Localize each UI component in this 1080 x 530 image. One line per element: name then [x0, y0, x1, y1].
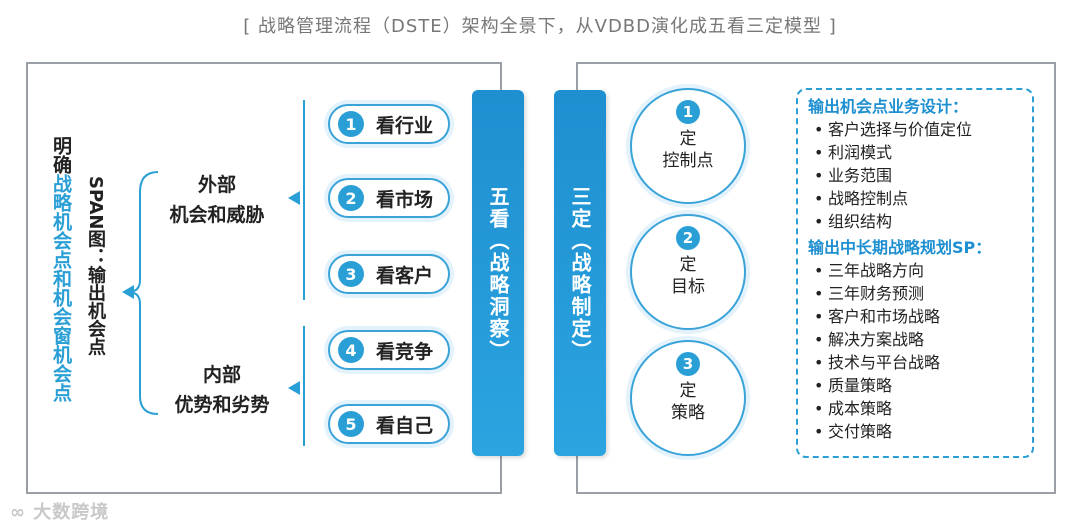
- list-item-text: 质量策略: [828, 376, 893, 395]
- look-number: 4: [338, 337, 364, 363]
- look-label: 看市场: [376, 188, 434, 211]
- strategy-opportunity-vertical-label: 明确战略机会点和机会窗机会点: [50, 136, 72, 402]
- external-group-label: 外部 机会和威胁: [162, 170, 272, 230]
- list-item: •三年战略方向: [814, 261, 925, 280]
- five-looks-column-title: 五看（战略洞察）: [486, 186, 510, 362]
- watermark-logo-icon: ∞: [10, 502, 34, 523]
- look-item: 3 看客户: [328, 254, 450, 294]
- look-item: 5 看自己: [328, 404, 450, 444]
- list-item-text: 业务范围: [828, 166, 893, 185]
- decision-line1: 定: [679, 381, 697, 401]
- decision-circle: 2 定 目标: [630, 214, 746, 330]
- decision-number: 3: [676, 352, 700, 376]
- list-item: •战略控制点: [814, 189, 909, 208]
- list-item-text: 三年战略方向: [828, 261, 925, 280]
- list-item-text: 三年财务预测: [828, 284, 925, 303]
- look-item: 2 看市场: [328, 178, 450, 218]
- page-title: [ 战略管理流程（DSTE）架构全景下，从VDBD演化成五看三定模型 ]: [243, 16, 837, 37]
- look-number: 5: [338, 411, 364, 437]
- list-item: •利润模式: [814, 143, 893, 162]
- list-item: •技术与平台战略: [814, 353, 941, 372]
- list-item: •三年财务预测: [814, 284, 925, 303]
- three-decisions-column: 三定（战略制定）: [554, 90, 606, 456]
- list-item: •成本策略: [814, 399, 893, 418]
- look-label: 看竞争: [376, 340, 434, 363]
- list-item: •客户选择与价值定位: [814, 120, 973, 139]
- external-label-line1: 外部: [197, 174, 236, 196]
- five-looks-column: 五看（战略洞察）: [472, 90, 524, 456]
- look-number: 2: [338, 185, 364, 211]
- list-item: •客户和市场战略: [814, 307, 941, 326]
- look-item: 1 看行业: [328, 104, 450, 144]
- look-label: 看行业: [376, 114, 434, 137]
- output-heading-strategic-plan: 输出中长期战略规划SP：: [808, 238, 992, 257]
- list-item-text: 技术与平台战略: [828, 353, 941, 372]
- list-item-text: 客户和市场战略: [828, 307, 941, 326]
- vertical-highlight: 战略机会点和机会窗机会点: [50, 174, 72, 402]
- look-number: 3: [338, 261, 364, 287]
- look-item: 4 看竞争: [328, 330, 450, 370]
- list-item: •解决方案战略: [814, 330, 925, 349]
- external-arrow: [288, 191, 300, 205]
- list-item-text: 利润模式: [828, 143, 893, 162]
- list-item: •业务范围: [814, 166, 893, 185]
- internal-arrow: [288, 381, 300, 395]
- output-heading-business-design: 输出机会点业务设计：: [808, 97, 969, 116]
- external-label-line2: 机会和威胁: [169, 204, 265, 226]
- look-number: 1: [338, 111, 364, 137]
- decision-line2: 目标: [671, 277, 705, 297]
- look-label: 看客户: [376, 264, 434, 287]
- span-output-label: SPAN图：输出机会点: [85, 176, 106, 356]
- list-item-text: 客户选择与价值定位: [828, 120, 973, 139]
- list-item-text: 组织结构: [828, 212, 893, 231]
- output-box: 输出机会点业务设计： •客户选择与价值定位 •利润模式 •业务范围 •战略控制点…: [796, 88, 1034, 458]
- big-brace-arrow: [122, 285, 134, 299]
- vertical-prefix: 明确: [50, 136, 72, 174]
- list-item-text: 交付策略: [828, 422, 893, 441]
- list-item-text: 解决方案战略: [828, 330, 925, 349]
- list-item: •组织结构: [814, 212, 893, 231]
- list-item-text: 成本策略: [828, 399, 893, 418]
- decision-line1: 定: [679, 129, 697, 149]
- decision-line2: 控制点: [662, 151, 714, 171]
- decision-circle: 3 定 策略: [630, 340, 746, 456]
- internal-label-line1: 内部: [202, 364, 241, 386]
- watermark: ∞ 大数跨境: [10, 498, 109, 524]
- decision-line2: 策略: [671, 403, 705, 423]
- decision-number: 1: [676, 100, 700, 124]
- internal-group-label: 内部 优势和劣势: [162, 360, 282, 420]
- internal-label-line2: 优势和劣势: [174, 394, 270, 416]
- decision-number: 2: [676, 226, 700, 250]
- decision-circle: 1 定 控制点: [630, 88, 746, 204]
- three-decisions-column-title: 三定（战略制定）: [568, 186, 592, 362]
- list-item: •质量策略: [814, 376, 893, 395]
- list-item-text: 战略控制点: [828, 189, 909, 208]
- decision-line1: 定: [679, 255, 697, 275]
- watermark-text: 大数跨境: [33, 502, 110, 523]
- list-item: •交付策略: [814, 422, 893, 441]
- look-label: 看自己: [376, 414, 434, 437]
